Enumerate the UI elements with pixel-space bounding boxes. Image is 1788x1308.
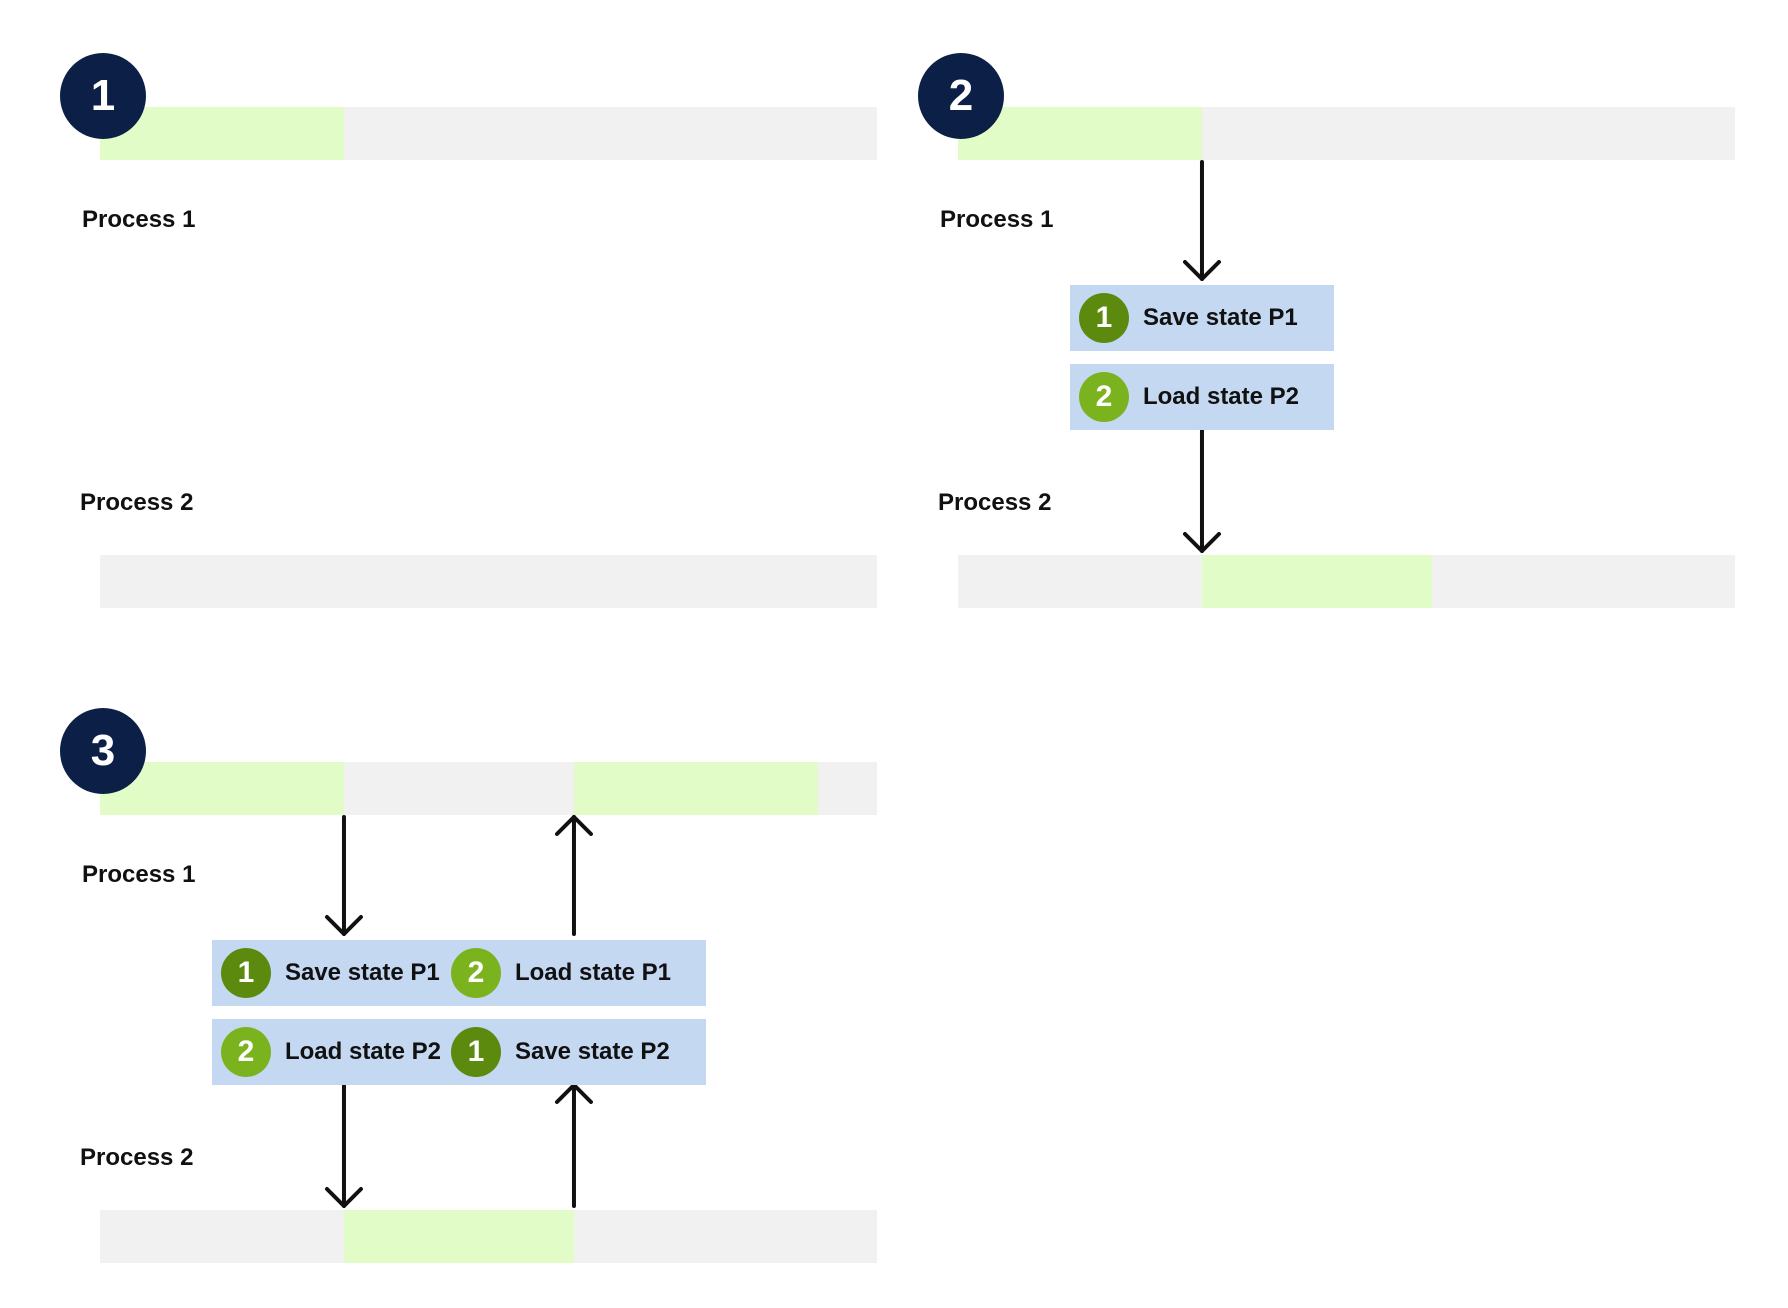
step-order-badge: 1 [450,1027,501,1077]
process-1-label: Process 1 [82,861,196,888]
arrow-up [554,815,593,936]
process-2-timeline [100,1210,877,1263]
step-order-badge: 1 [1078,293,1129,343]
arrows-layer [1182,160,1221,553]
context-switch-step: 2 Load state P2 [1069,364,1334,430]
context-switch-step-label: Load state P1 [514,959,672,986]
step-number-badge: 3 [60,708,146,794]
process-2-label: Process 2 [80,489,194,516]
context-switch-step-label: Load state P2 [284,1038,442,1065]
step-number-badge: 1 [60,53,146,139]
step-order-badge: 2 [220,1027,271,1077]
step-number-badge: 2 [918,53,1004,139]
process-2-timeline [100,555,877,608]
process-2-timeline [958,555,1735,608]
context-switch-step: 2 Load state P1 [441,940,706,1006]
step-order-badge: 1 [220,948,271,998]
context-switch-step-label: Save state P1 [284,959,440,986]
arrow-down [324,815,363,936]
process-2-label: Process 2 [938,489,1052,516]
process-1-label: Process 1 [940,206,1054,233]
process-1-timeline [100,107,877,160]
arrow-up [554,1083,593,1208]
process-2-active-segment [343,1210,574,1263]
process-2-label: Process 2 [80,1144,194,1171]
process-2-active-segment [1201,555,1432,608]
context-switch-step-label: Save state P1 [1142,304,1298,331]
step-order-badge: 2 [1078,372,1129,422]
context-switch-step: 2 Load state P2 [211,1019,476,1085]
context-switch-step: 1 Save state P1 [1069,285,1334,351]
arrows-layer [324,815,593,1208]
context-switch-step: 1 Save state P2 [441,1019,706,1085]
process-1-label: Process 1 [82,206,196,233]
step-order-badge: 2 [450,948,501,998]
process-1-timeline [100,762,877,815]
context-switch-step-label: Save state P2 [514,1038,670,1065]
context-switch-step-label: Load state P2 [1142,383,1300,410]
process-1-active-segment [573,762,818,815]
context-switch-step: 1 Save state P1 [211,940,476,1006]
arrow-down [1182,428,1221,553]
arrow-down [324,1083,363,1208]
arrow-down [1182,160,1221,281]
